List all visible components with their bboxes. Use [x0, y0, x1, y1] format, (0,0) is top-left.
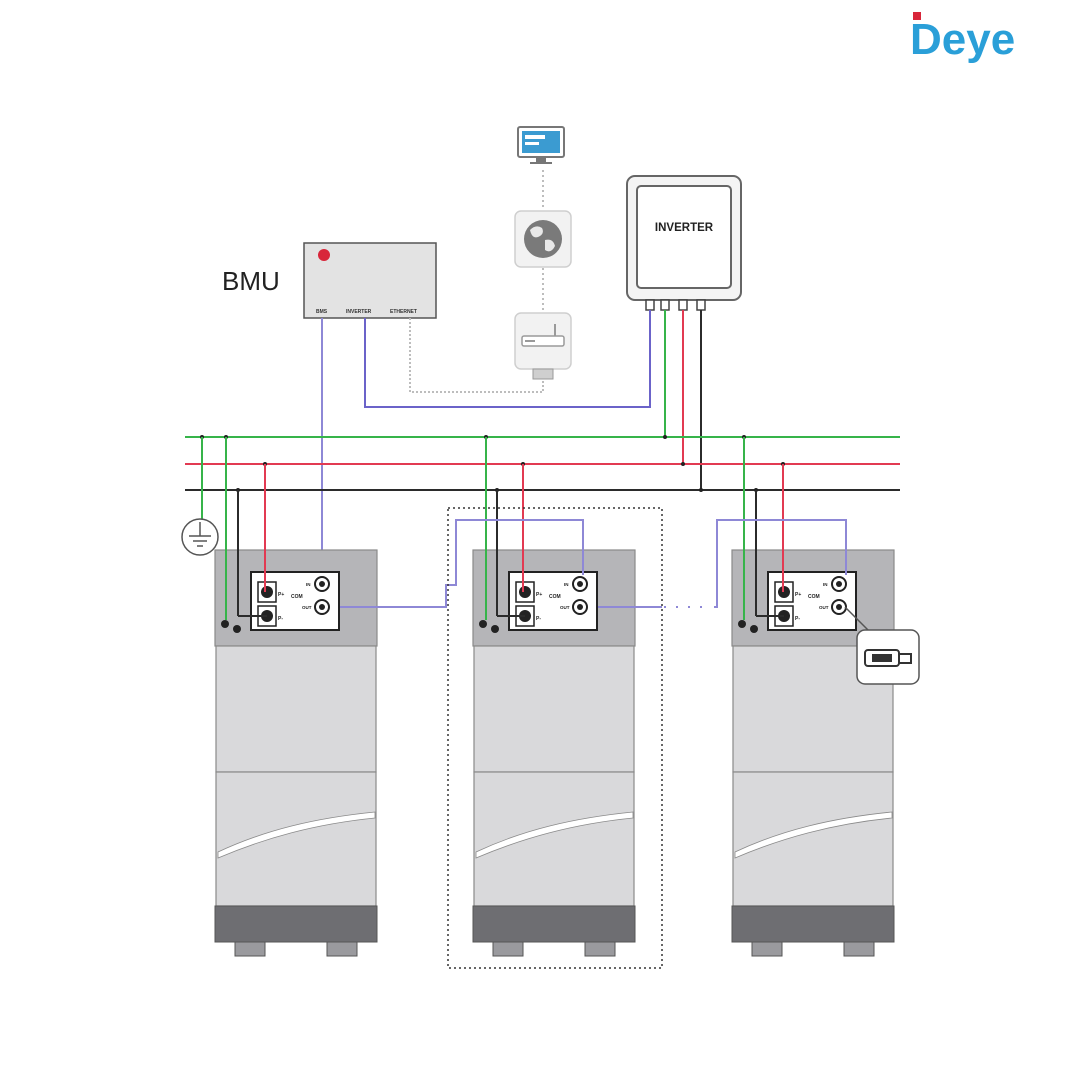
ground-stud-icon	[491, 625, 499, 633]
out-label: OUT	[819, 605, 829, 610]
bmu-port-ethernet: ETHERNET	[390, 309, 417, 315]
out-label: OUT	[302, 605, 312, 610]
comm-cable-1-2	[340, 519, 584, 608]
inverter-box: INVERTER	[626, 175, 742, 311]
deye-logo: Deye	[910, 12, 1015, 64]
ground-stud-icon	[479, 620, 487, 628]
com-label: COM	[291, 594, 303, 600]
terminator-plug-callout	[844, 606, 920, 685]
logo-mark-icon	[913, 12, 921, 20]
p-plus-label: P+	[536, 592, 542, 598]
ground-stud-icon	[738, 620, 746, 628]
router-icon	[514, 312, 572, 380]
p-plus-label: P+	[278, 592, 284, 598]
in-label: IN	[823, 582, 828, 587]
terminator-plug-icon	[864, 649, 912, 667]
bmu-inverter-cable	[364, 310, 651, 408]
repeat-unit-box	[447, 507, 663, 969]
globe-icon	[514, 210, 572, 268]
p-plus-socket	[261, 586, 273, 598]
bmu-port-bms: BMS	[316, 309, 328, 315]
p-minus-label: P-	[278, 616, 283, 622]
p-plus-label: P+	[795, 592, 801, 598]
bmu-port-inverter: INVERTER	[346, 309, 372, 315]
com-label: COM	[549, 594, 561, 600]
bmu-box: BMS INVERTER ETHERNET	[303, 242, 437, 319]
battery-cabinet: P+ P- COM IN OUT	[472, 549, 636, 957]
logo-text: Deye	[910, 15, 1015, 64]
earth-ground-icon	[181, 518, 219, 556]
in-label: IN	[564, 582, 569, 587]
ground-stud-icon	[750, 625, 758, 633]
com-label: COM	[808, 594, 820, 600]
inverter-label: INVERTER	[655, 222, 714, 234]
in-label: IN	[306, 582, 311, 587]
bmu-label: BMU	[222, 266, 280, 296]
bmu-logo-icon	[318, 249, 330, 261]
p-minus-label: P-	[795, 616, 800, 622]
ground-stud-icon	[233, 625, 241, 633]
ground-stud-icon	[221, 620, 229, 628]
out-label: OUT	[560, 605, 570, 610]
comm-cable-3	[714, 519, 847, 608]
p-minus-label: P-	[536, 616, 541, 622]
monitor-icon	[517, 126, 565, 164]
ethernet-cable	[409, 318, 544, 393]
battery-cabinet: P+ P- COM IN OUT	[214, 549, 378, 957]
p-plus-socket	[519, 586, 531, 598]
